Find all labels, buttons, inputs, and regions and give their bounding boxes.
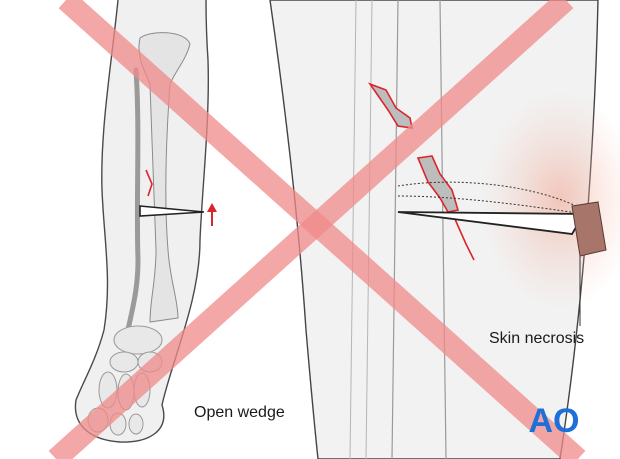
- right-closeup-illustration: [269, 0, 620, 459]
- open-wedge-label: Open wedge: [194, 404, 285, 421]
- upper-fracture-fragment: [367, 82, 414, 129]
- ao-logo: AO: [529, 402, 580, 438]
- right-fibula-shaft: [349, 0, 373, 459]
- svg-text:AO: AO: [529, 402, 580, 438]
- left-tibia: [138, 32, 191, 323]
- red-up-arrow-icon: [207, 203, 217, 226]
- do-not-x-cross-icon: [48, 0, 586, 459]
- dotted-arc-lower: [397, 195, 585, 215]
- dotted-arc-upper: [397, 181, 585, 211]
- lower-fracture-fragment: [416, 155, 460, 213]
- necrosis-pad: [571, 201, 607, 257]
- left-open-wedge: [139, 205, 205, 217]
- left-fracture-line: [145, 169, 153, 197]
- right-tibia-shaft: [391, 0, 447, 459]
- skin-necrosis-label: Skin necrosis: [489, 330, 585, 347]
- left-fibula: [125, 67, 141, 333]
